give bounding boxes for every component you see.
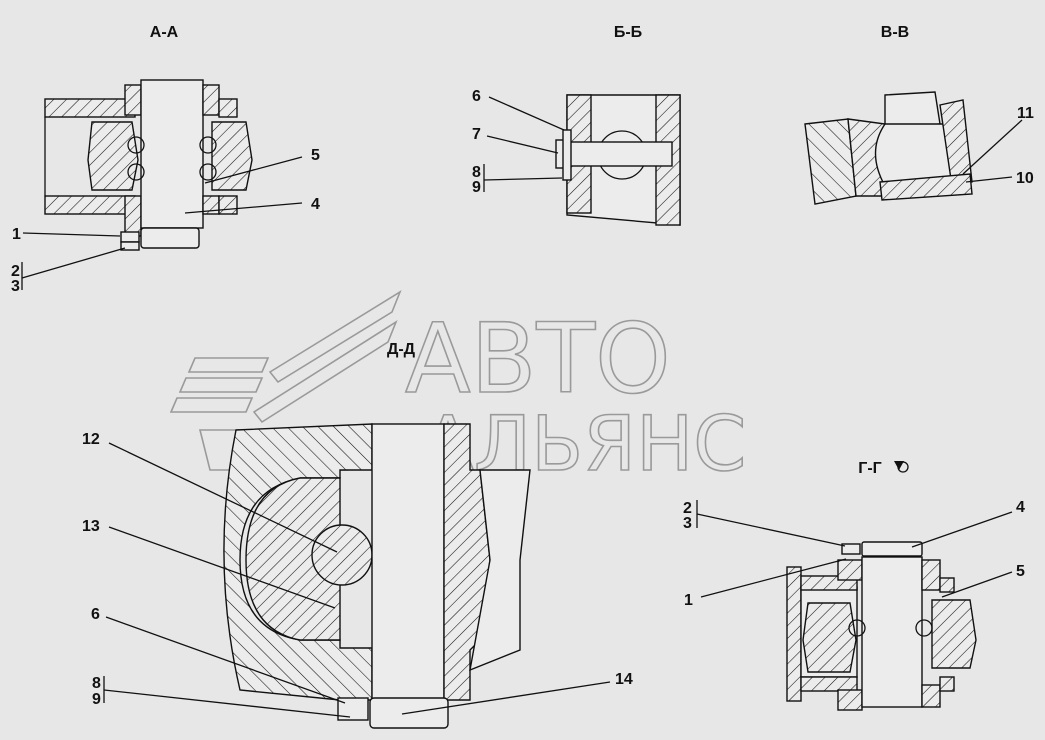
- section-title-dd: Д-Д: [387, 341, 416, 358]
- section-bb: [483, 94, 681, 226]
- callout-aa-2: 2: [11, 263, 20, 280]
- watermark-text-line1: АВТО: [405, 303, 671, 415]
- callout-vv-11: 11: [1017, 105, 1034, 122]
- callout-dd-9: 9: [92, 691, 101, 708]
- section-title-bb: Б-Б: [614, 24, 642, 41]
- section-aa: [21, 79, 303, 290]
- callout-gg-4: 4: [1016, 499, 1025, 516]
- section-vv: [804, 91, 1023, 205]
- callout-aa-3: 3: [11, 278, 20, 295]
- callout-bb-6: 6: [472, 88, 481, 105]
- callout-bb-9: 9: [472, 179, 481, 196]
- callout-gg-3: 3: [683, 515, 692, 532]
- callout-gg-5: 5: [1016, 563, 1025, 580]
- section-dd: [103, 423, 611, 729]
- section-title-gg: Г-Г: [858, 460, 881, 477]
- callout-aa-1: 1: [12, 226, 21, 243]
- rotation-symbol-icon: [894, 461, 909, 473]
- callout-gg-1: 1: [684, 592, 693, 609]
- callout-dd-14: 14: [615, 671, 633, 688]
- callout-bb-7: 7: [472, 126, 481, 143]
- callout-gg-2: 2: [683, 500, 692, 517]
- section-title-vv: В-В: [881, 24, 909, 41]
- callout-vv-10: 10: [1016, 170, 1034, 187]
- callout-dd-6: 6: [91, 606, 100, 623]
- callout-bb-8: 8: [472, 164, 481, 181]
- callout-dd-12: 12: [82, 431, 100, 448]
- callout-aa-4: 4: [311, 196, 320, 213]
- section-title-aa: А-А: [150, 24, 179, 41]
- section-gg: [696, 500, 1013, 711]
- callout-aa-5: 5: [311, 147, 320, 164]
- callout-dd-13: 13: [82, 518, 100, 535]
- callout-dd-8: 8: [92, 675, 101, 692]
